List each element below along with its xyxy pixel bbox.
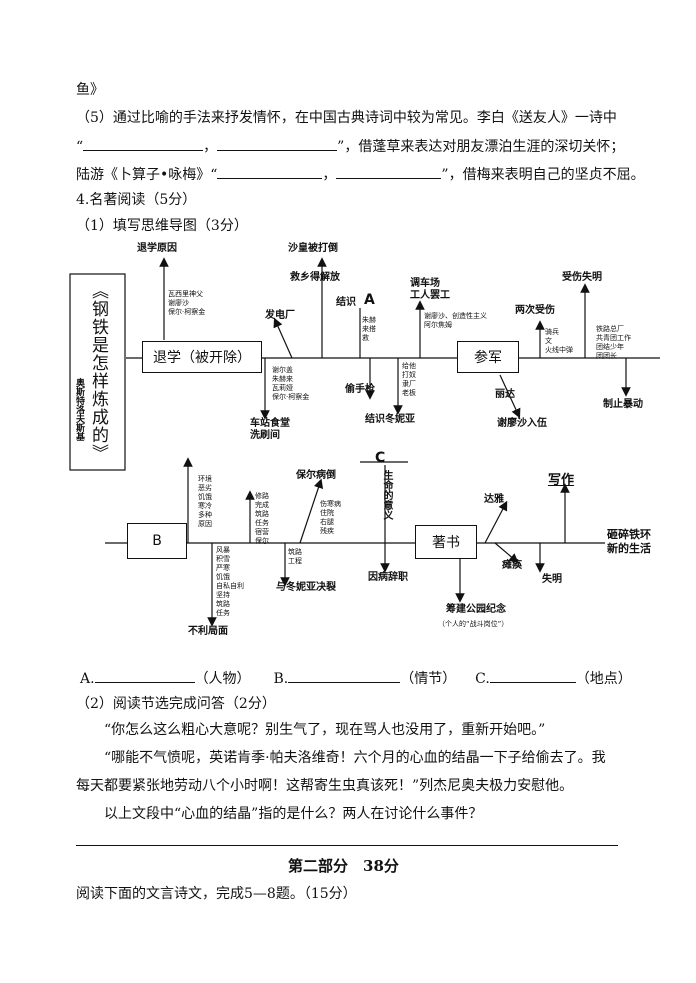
label-shahuang: 沙皇被打倒	[288, 243, 338, 254]
q2-title: （2）阅读节选完成问答（2分）	[76, 696, 276, 712]
label-fenjin-sub: （个人的“战斗岗位”）	[438, 620, 509, 628]
small-text-2: 朱赫 来搭 救	[362, 316, 376, 342]
small-text-9: 伤寒病 住院 右腿 残疾	[320, 500, 341, 535]
small-text-10: 风暴 积雪 严寒 饥饿 自私自利 坚持 筑路 任务	[216, 546, 244, 617]
answer-c-suffix: （地点）	[575, 671, 632, 687]
label-tanhuan: 瘫痪	[502, 560, 522, 571]
author: 奥斯特洛夫斯基	[74, 378, 84, 441]
label-dazhao: 达雅	[484, 494, 504, 505]
line-fish: 鱼》	[76, 82, 104, 98]
comma: ，	[322, 167, 337, 183]
small-text-huanjing: 环境 恶劣 饥饿 寒冷 多种 原因	[198, 475, 212, 528]
blank-lu-you-1[interactable]	[217, 164, 323, 179]
passage-p2b: 每天都要紧张地劳动八个小时啊！这帮寄生虫真该死！”列杰尼奥夫极力安慰他。	[76, 778, 574, 794]
passage-p1: “你怎么这么粗心大意呢？别生气了，现在骂人也没用了，重新开始吧。”	[104, 722, 546, 738]
q5-line2: “ ， ”，借蓬草来表达对朋友漂泊生涯的深切关怀；	[76, 136, 624, 157]
passage-p2a: “哪能不气愤呢，英诺肯季·帕夫洛维奇！六个月的心血的结晶一下子给偷去了。我	[104, 750, 606, 766]
label-buli: 不利局面	[188, 626, 228, 637]
node-book: 著书	[415, 525, 477, 559]
q5-intro: （5）通过比喻的手法来抒发情怀，在中国古典诗词中较为常见。李白《送友人》一诗中	[76, 110, 617, 126]
label-shoushang: 偷手枪	[345, 384, 375, 395]
answer-b-prefix: B.	[273, 671, 289, 687]
answer-a-blank[interactable]	[94, 668, 195, 683]
blank-lu-you-2[interactable]	[336, 164, 442, 179]
q4-title: 4.名著阅读（5分）	[76, 192, 197, 208]
label-fenjin: 筹建公园纪念	[446, 604, 506, 615]
label-fadianchang: 发电厂	[265, 310, 295, 321]
blank-li-bai-1[interactable]	[83, 136, 204, 151]
node-b: B	[127, 523, 187, 559]
small-text-8: 修路 完成 筑路 任务 宿营 保尔	[255, 492, 269, 545]
quote-open: “	[76, 139, 84, 155]
answer-row: A. （人物） B. （情节） C. （地点）	[80, 668, 632, 689]
node-dropout-label: 退学（被开除）	[153, 350, 251, 366]
node-army: 参军	[457, 341, 519, 373]
q4-1: （1）填写思维导图（3分）	[76, 218, 248, 234]
label-bingmo: 因病辞职	[368, 572, 408, 583]
q5-after1: ”，借蓬草来表达对朋友漂泊生涯的深切关怀；	[337, 139, 625, 155]
label-c: C	[375, 450, 386, 466]
part2-instruction: 阅读下面的文言诗文，完成5—8题。（15分）	[76, 886, 357, 902]
label-chezhan: 车站食堂 洗刷间	[250, 418, 290, 441]
node-dropout: 退学（被开除）	[142, 341, 262, 373]
answer-c-prefix: C.	[475, 671, 490, 687]
small-text-4: 骑兵 文 火线中弹	[545, 328, 573, 354]
answer-a-prefix: A.	[80, 671, 95, 687]
small-text-3: 谢廖沙、创造性主义 阿尔焦姆	[424, 312, 487, 329]
part2-title: 第二部分 38分	[288, 857, 399, 875]
answer-b-suffix: （情节）	[400, 671, 457, 687]
answer-b-blank[interactable]	[288, 668, 401, 683]
label-diaoche: 调车场 工人罢工	[410, 278, 450, 301]
label-liwan: 丽达	[495, 389, 515, 400]
label-sui-gang: 砸碎铁环 新的生活	[607, 528, 651, 555]
small-text-11: 筑路 工程	[288, 548, 302, 565]
label-jiuxiang: 救乡得解放	[290, 272, 340, 283]
blank-li-bai-2[interactable]	[217, 136, 338, 151]
label-shiming: 失明	[542, 574, 562, 585]
small-text-1: 瓦西里神父 谢廖沙 保尔·柯察金	[168, 290, 206, 316]
label-xiezuo: 写作	[548, 473, 575, 488]
label-dongniya: 与冬妮亚决裂	[276, 582, 336, 593]
small-text-6: 谢尔盖 朱赫来 瓦莉娅 保尔·柯察金	[272, 366, 310, 401]
node-b-label: B	[152, 533, 162, 549]
label-baoer-bing: 保尔病倒	[296, 470, 336, 481]
label-a: A	[364, 292, 375, 308]
label-shengming: 生命的意义	[381, 470, 392, 520]
book-title: 《钢铁是怎样炼成的》	[88, 282, 108, 462]
q5-after2: ”，借梅来表明自己的坚贞不屈。	[441, 167, 645, 183]
label-xieliaosha: 谢廖沙入伍	[497, 418, 547, 429]
label-liangci: 两次受伤	[515, 305, 555, 316]
label-tuixue-yuanyin: 退学原因	[137, 243, 177, 254]
label-jiejiu: 结识	[336, 297, 356, 308]
answer-c-blank[interactable]	[489, 668, 576, 683]
question-p3: 以上文段中“心血的结晶”指的是什么？两人在讨论什么事件？	[104, 806, 483, 822]
label-shouyang: 受伤失明	[562, 272, 602, 283]
label-zhizhi: 制止暴动	[603, 399, 643, 410]
node-army-label: 参军	[474, 350, 502, 366]
q5-line3: 陆游《卜算子•咏梅》“ ， ”，借梅来表明自己的坚贞不屈。	[76, 164, 645, 185]
small-text-7: 给他 打奴 隶厂 老板	[402, 362, 416, 397]
lu-you: 陆游《卜算子•咏梅》“	[76, 167, 218, 183]
node-book-label: 著书	[432, 535, 460, 551]
answer-a-suffix: （人物）	[194, 671, 251, 687]
comma: ，	[203, 139, 218, 155]
small-text-5: 铁路总厂 共青团工作 团结少年 团团长	[596, 325, 631, 360]
divider	[76, 845, 618, 846]
label-jieshi: 结识冬妮亚	[365, 414, 415, 425]
